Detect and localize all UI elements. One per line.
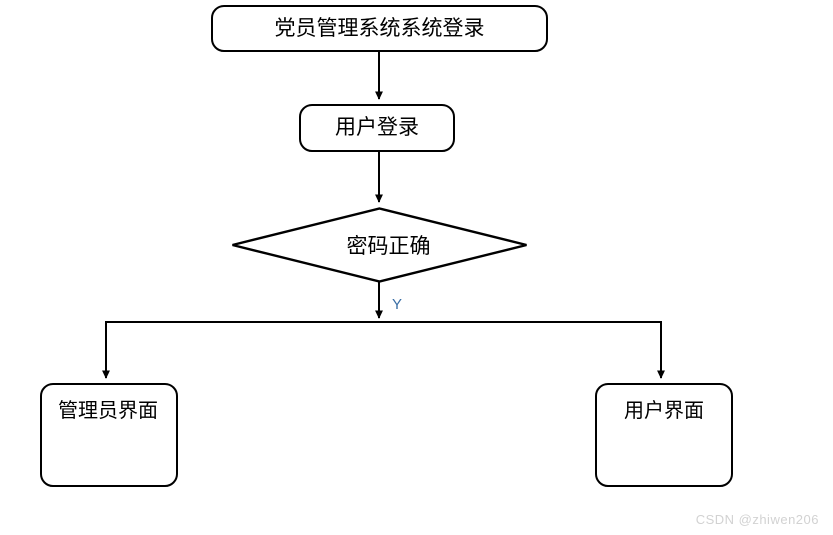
edge-label-yes: Y <box>392 296 403 313</box>
flowchart-node-user-interface[interactable]: 用户界面 <box>595 383 733 487</box>
node-label-decision: 密码正确 <box>346 234 431 258</box>
flowchart-node-admin-interface[interactable]: 管理员界面 <box>40 383 178 487</box>
node-label-user: 用户界面 <box>624 400 704 422</box>
flowchart-node-user-login[interactable]: 用户登录 <box>299 104 455 152</box>
flowchart-node-system-login-title[interactable]: 党员管理系统系统登录 <box>211 5 548 52</box>
node-label-login: 用户登录 <box>335 115 419 140</box>
node-label-admin: 管理员界面 <box>58 400 158 422</box>
diamond-shape <box>232 207 527 283</box>
node-label-title: 党员管理系统系统登录 <box>274 15 485 40</box>
csdn-watermark: CSDN @zhiwen206 <box>695 512 819 527</box>
flowchart-node-password-correct-decision[interactable]: 密码正确 <box>231 207 528 283</box>
